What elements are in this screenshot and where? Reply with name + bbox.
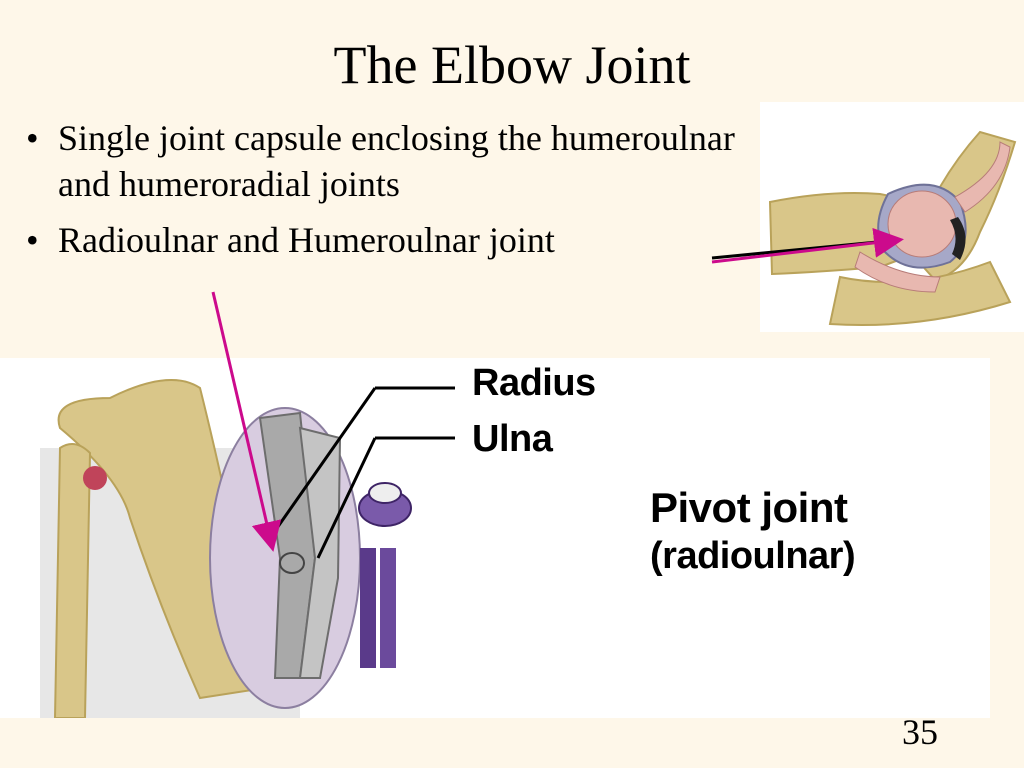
bullet-symbol: • [26,118,39,158]
bullet-symbol: • [26,220,39,260]
bullet-item: • Radioulnar and Humeroulnar joint [22,217,762,263]
slide-title: The Elbow Joint [333,35,691,95]
bullet-list: • Single joint capsule enclosing the hum… [22,115,762,273]
shoulder-joint-dot [83,466,107,490]
bullet-text: Radioulnar and Humeroulnar joint [58,220,555,260]
elbow-section-illustration [760,102,1024,332]
bullet-text: Single joint capsule enclosing the humer… [58,118,735,204]
label-radius: Radius [472,362,596,404]
humerus-shape [53,443,92,718]
pivot-joint-model-icon [358,482,412,668]
bullet-item: • Single joint capsule enclosing the hum… [22,115,762,207]
label-ulna: Ulna [472,418,553,460]
label-pivot-joint: Pivot joint [650,484,848,531]
elbow-section-svg [768,130,1017,327]
page-number: 35 [902,712,938,752]
label-pivot-subtitle: (radioulnar) [650,535,856,577]
